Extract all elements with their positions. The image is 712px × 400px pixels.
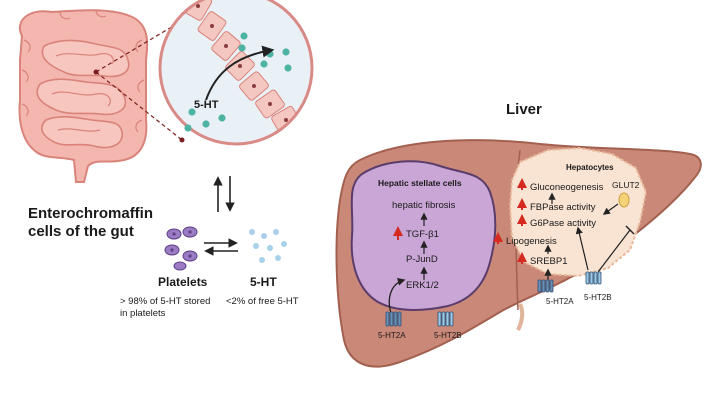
stellate-receptor-a: 5-HT2A (378, 331, 406, 340)
stellate-tgf: TGF-β1 (406, 229, 439, 240)
inset-5ht-label: 5-HT (194, 99, 219, 111)
platelets-note-line1: > 98% of 5-HT stored (120, 296, 210, 307)
platelets-icon (164, 226, 198, 271)
stellate-receptor-b: 5-HT2B (434, 331, 462, 340)
hepatocyte-cell (508, 146, 648, 278)
platelets-label: Platelets (158, 275, 208, 289)
gut-blood-exchange-arrows (213, 176, 235, 212)
serotonin-molecules (184, 32, 292, 132)
free-serotonin-icon (249, 229, 287, 263)
enterochromaffin-inset: 5-HT (158, 0, 314, 146)
stellate-5ht2b-receptor-icon (437, 311, 454, 327)
glut2-label: GLUT2 (612, 180, 640, 190)
hepatocyte-title: Hepatocytes (566, 163, 614, 172)
stellate-fibrosis: hepatic fibrosis (392, 200, 456, 211)
release-arrow (205, 45, 275, 101)
free-5ht-label: 5-HT (250, 275, 277, 289)
stellate-pjund: P-JunD (406, 254, 438, 265)
gluconeogenesis-label: Gluconeogenesis (530, 182, 604, 193)
g6pase-label: G6Pase activity (530, 218, 596, 229)
hepatocyte-receptor-b: 5-HT2B (584, 293, 612, 302)
stellate-title: Hepatic stellate cells (378, 178, 462, 188)
free-5ht-note: <2% of free 5-HT (226, 296, 299, 307)
platelet-free-exchange-arrows (204, 238, 238, 256)
intestine-illustration (18, 9, 149, 183)
lipogenesis-label: Lipogenesis (506, 236, 557, 247)
hepatic-stellate-cell (350, 160, 497, 312)
hepatocyte-receptor-a: 5-HT2A (546, 297, 574, 306)
hepatocyte-5ht2a-receptor-icon (537, 279, 554, 293)
platelets-note-line2: in platelets (120, 308, 166, 319)
stellate-5ht2a-receptor-icon (385, 311, 402, 327)
stellate-erk: ERK1/2 (406, 280, 439, 291)
liver-title: Liver (506, 101, 542, 118)
glut2-transporter-icon (618, 192, 630, 208)
hepatocyte-5ht2b-receptor-icon (585, 271, 602, 285)
gut-title-line1: Enterochromaffin (28, 205, 153, 222)
srebp1-label: SREBP1 (530, 256, 568, 267)
gut-title-line2: cells of the gut (28, 223, 134, 240)
fbpase-label: FBPase activity (530, 202, 596, 213)
